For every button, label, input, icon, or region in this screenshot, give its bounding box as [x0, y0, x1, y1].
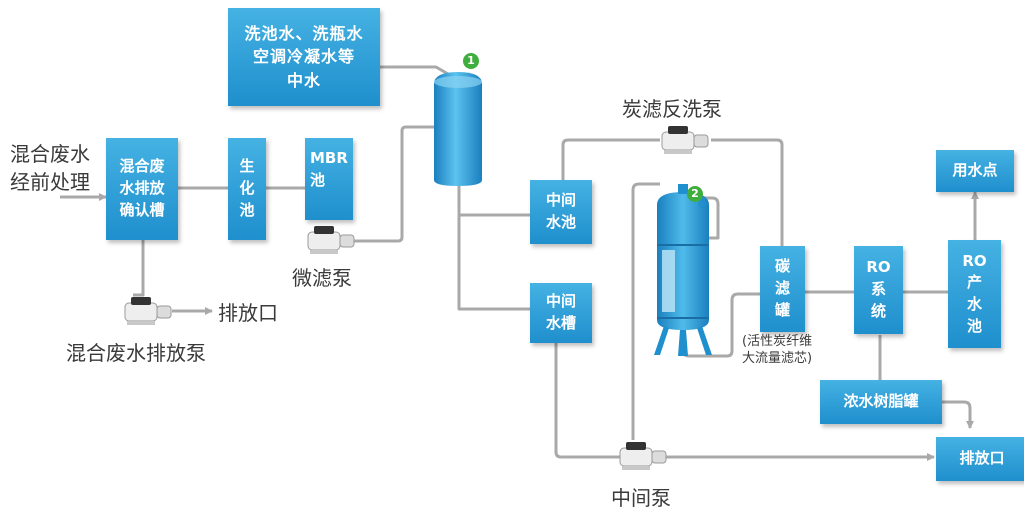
pretreat-label: 混合废水 经前处理 — [10, 142, 90, 194]
marker-1: 1 — [463, 53, 479, 69]
mix-pump-label: 混合废水排放泵 — [66, 341, 206, 365]
medium-water-box: 洗池水、洗瓶水 空调冷凝水等 中水 — [228, 8, 380, 106]
discharge-label: 排放口 — [959, 449, 1005, 468]
filter-vessel-2 — [654, 184, 712, 356]
mbr-box: MBR 池 — [305, 138, 353, 220]
storage-tank-1 — [434, 72, 482, 186]
marker-2: 2 — [687, 186, 703, 202]
ro-pool-box: RO 产 水 池 — [948, 240, 1001, 348]
pipe-backwash-to-carbon — [711, 138, 784, 246]
ro-system-label: RO 系 统 — [866, 258, 891, 320]
pipe-tank-to-midtank — [457, 215, 530, 311]
mix-tank-label: 混合废 水排放 确认槽 — [119, 157, 165, 219]
discharge-box: 排放口 — [936, 437, 1024, 481]
pipe-micro-to-tank — [344, 125, 436, 243]
bio-pool-box: 生 化 池 — [228, 138, 266, 240]
bio-pool-label: 生 化 池 — [239, 157, 255, 219]
pipe-midpump-to-vessel — [631, 182, 660, 440]
backwash-pump-label: 炭滤反洗泵 — [622, 97, 722, 121]
micro-filter-pump-icon[interactable] — [306, 224, 356, 256]
mbr-label: MBR 池 — [310, 149, 348, 189]
left-discharge-label: 排放口 — [218, 301, 278, 325]
mid-tank-box: 中间 水槽 — [530, 283, 592, 343]
concentrate-resin-box: 浓水树脂罐 — [820, 380, 942, 424]
pipe-midpool-to-backwash — [561, 138, 660, 180]
mid-pump-icon[interactable] — [618, 440, 668, 472]
pipe-mix-to-pump — [133, 240, 145, 297]
pipe-vessel-loop — [704, 196, 720, 240]
carbon-tank-box: 碳 滤 罐 — [760, 246, 805, 332]
use-point-box: 用水点 — [936, 150, 1014, 192]
mix-discharge-pump-icon[interactable] — [123, 295, 173, 327]
mid-pool-label: 中间 水池 — [545, 191, 576, 231]
mid-tank-label: 中间 水槽 — [545, 292, 576, 332]
mix-tank-box: 混合废 水排放 确认槽 — [106, 138, 178, 240]
use-point-label: 用水点 — [952, 161, 998, 180]
mid-pump-label: 中间泵 — [611, 486, 671, 510]
micro-pump-label: 微滤泵 — [292, 266, 352, 290]
mid-pool-box: 中间 水池 — [530, 180, 592, 244]
carbon-note-label: (活性炭纤维 大流量滤芯) — [742, 334, 813, 366]
concentrate-resin-label: 浓水树脂罐 — [843, 392, 919, 411]
backwash-pump-icon[interactable] — [660, 124, 710, 156]
ro-pool-label: RO 产 水 池 — [962, 251, 987, 335]
pipe-midtank-to-midpump — [554, 343, 620, 459]
pipe-tank-to-midpool — [457, 185, 530, 217]
pipe-resin-to-discharge — [940, 400, 974, 429]
medium-water-label: 洗池水、洗瓶水 空调冷凝水等 中水 — [244, 24, 364, 90]
ro-system-box: RO 系 统 — [854, 246, 903, 334]
carbon-tank-label: 碳 滤 罐 — [774, 257, 790, 319]
